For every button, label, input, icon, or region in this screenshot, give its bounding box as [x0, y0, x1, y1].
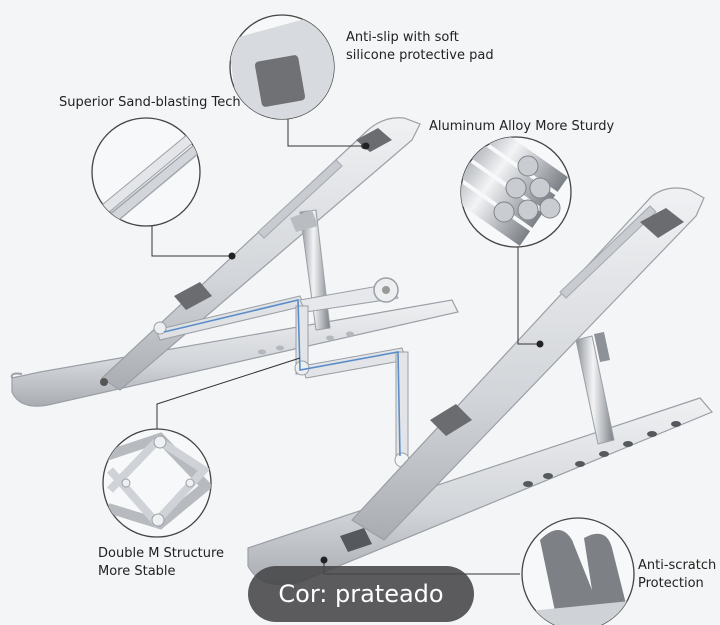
sand-blasting-label: Superior Sand-blasting Tech	[59, 95, 241, 110]
anti-slip-label: Anti-slip with soft silicone protective …	[346, 30, 494, 63]
anti-slip-detail	[229, 14, 335, 120]
double-m-detail	[102, 428, 212, 538]
aluminum-label: Aluminum Alloy More Sturdy	[429, 119, 615, 134]
double-m-label: Double M Structure More Stable	[98, 546, 225, 579]
linkage	[153, 277, 410, 468]
left-stand	[10, 117, 459, 407]
anti-scratch-detail	[521, 517, 635, 625]
color-badge: Cor: prateado	[248, 566, 474, 622]
aluminum-detail	[460, 136, 572, 248]
anti-scratch-label: Anti-scratch Protection	[638, 558, 717, 591]
right-stand	[247, 187, 713, 586]
sand-blasting-detail	[91, 117, 201, 227]
